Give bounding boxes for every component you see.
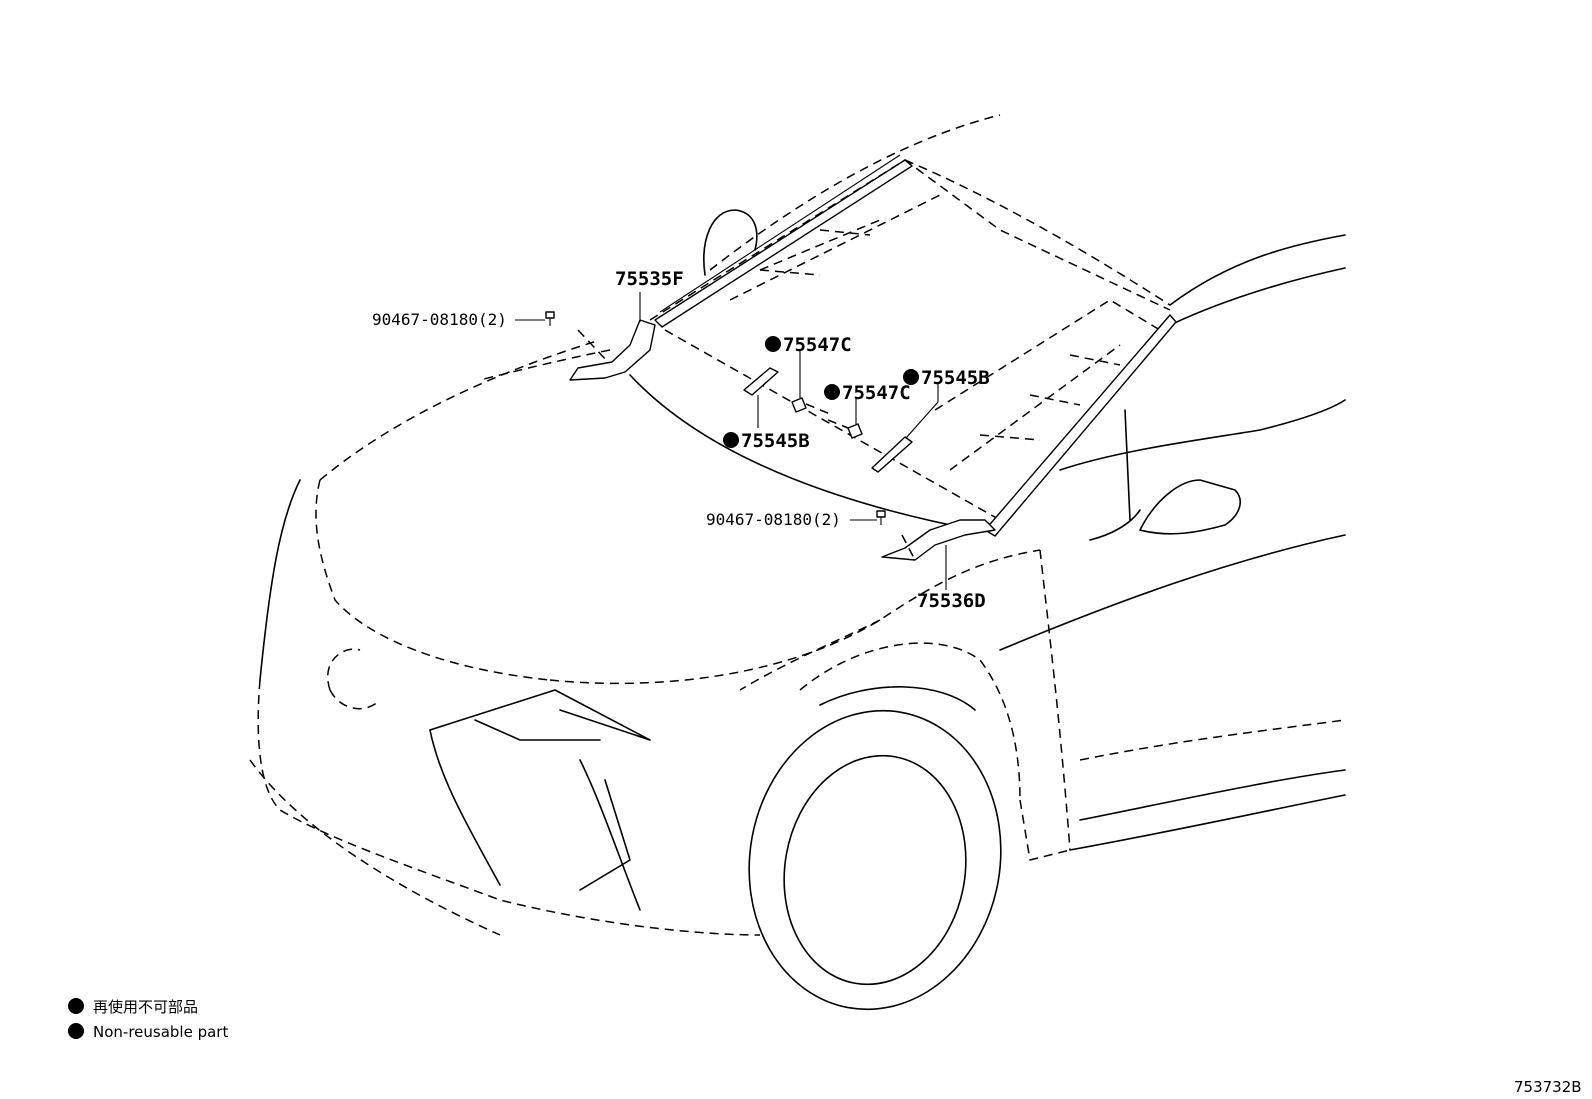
legend: 再使用不可部品 Non-reusable part xyxy=(68,998,228,1041)
callout-75547C-upper: 75547C xyxy=(783,334,852,356)
legend-japanese: 再使用不可部品 xyxy=(93,998,198,1016)
legend-english: Non-reusable part xyxy=(93,1023,228,1041)
non-reusable-dot xyxy=(765,336,781,352)
callouts: 75535F 90467-08180(2) 75547C 75545B 7554… xyxy=(372,268,990,612)
callout-75536D: 75536D xyxy=(917,590,986,612)
clip-c-lower-shape xyxy=(847,423,863,439)
clip-b-left-shape xyxy=(743,367,779,396)
callout-90467-lower: 90467-08180(2) xyxy=(706,510,841,529)
non-reusable-dot xyxy=(824,384,840,400)
figure-id: 753732B xyxy=(1514,1078,1582,1096)
clip-c-upper-shape xyxy=(791,397,807,413)
garnish-rh-shape xyxy=(569,319,656,381)
legend-dot-jp xyxy=(68,998,84,1014)
non-reusable-dot xyxy=(903,369,919,385)
callout-75547C-lower: 75547C xyxy=(842,382,911,404)
non-reusable-dot xyxy=(723,432,739,448)
legend-dot-en xyxy=(68,1023,84,1039)
callout-75545B-right: 75545B xyxy=(921,367,990,389)
screw-lower-shape xyxy=(876,510,886,518)
screw-upper-shape xyxy=(545,311,555,319)
leader-lines xyxy=(515,292,947,590)
callout-90467-upper: 90467-08180(2) xyxy=(372,310,507,329)
callout-75535F: 75535F xyxy=(615,268,684,290)
garnish-lh-shape xyxy=(881,519,996,561)
vehicle-outline xyxy=(249,114,1346,1011)
parts xyxy=(545,311,996,561)
clip-b-right-shape xyxy=(871,436,913,473)
callout-75545B-left: 75545B xyxy=(741,430,810,452)
